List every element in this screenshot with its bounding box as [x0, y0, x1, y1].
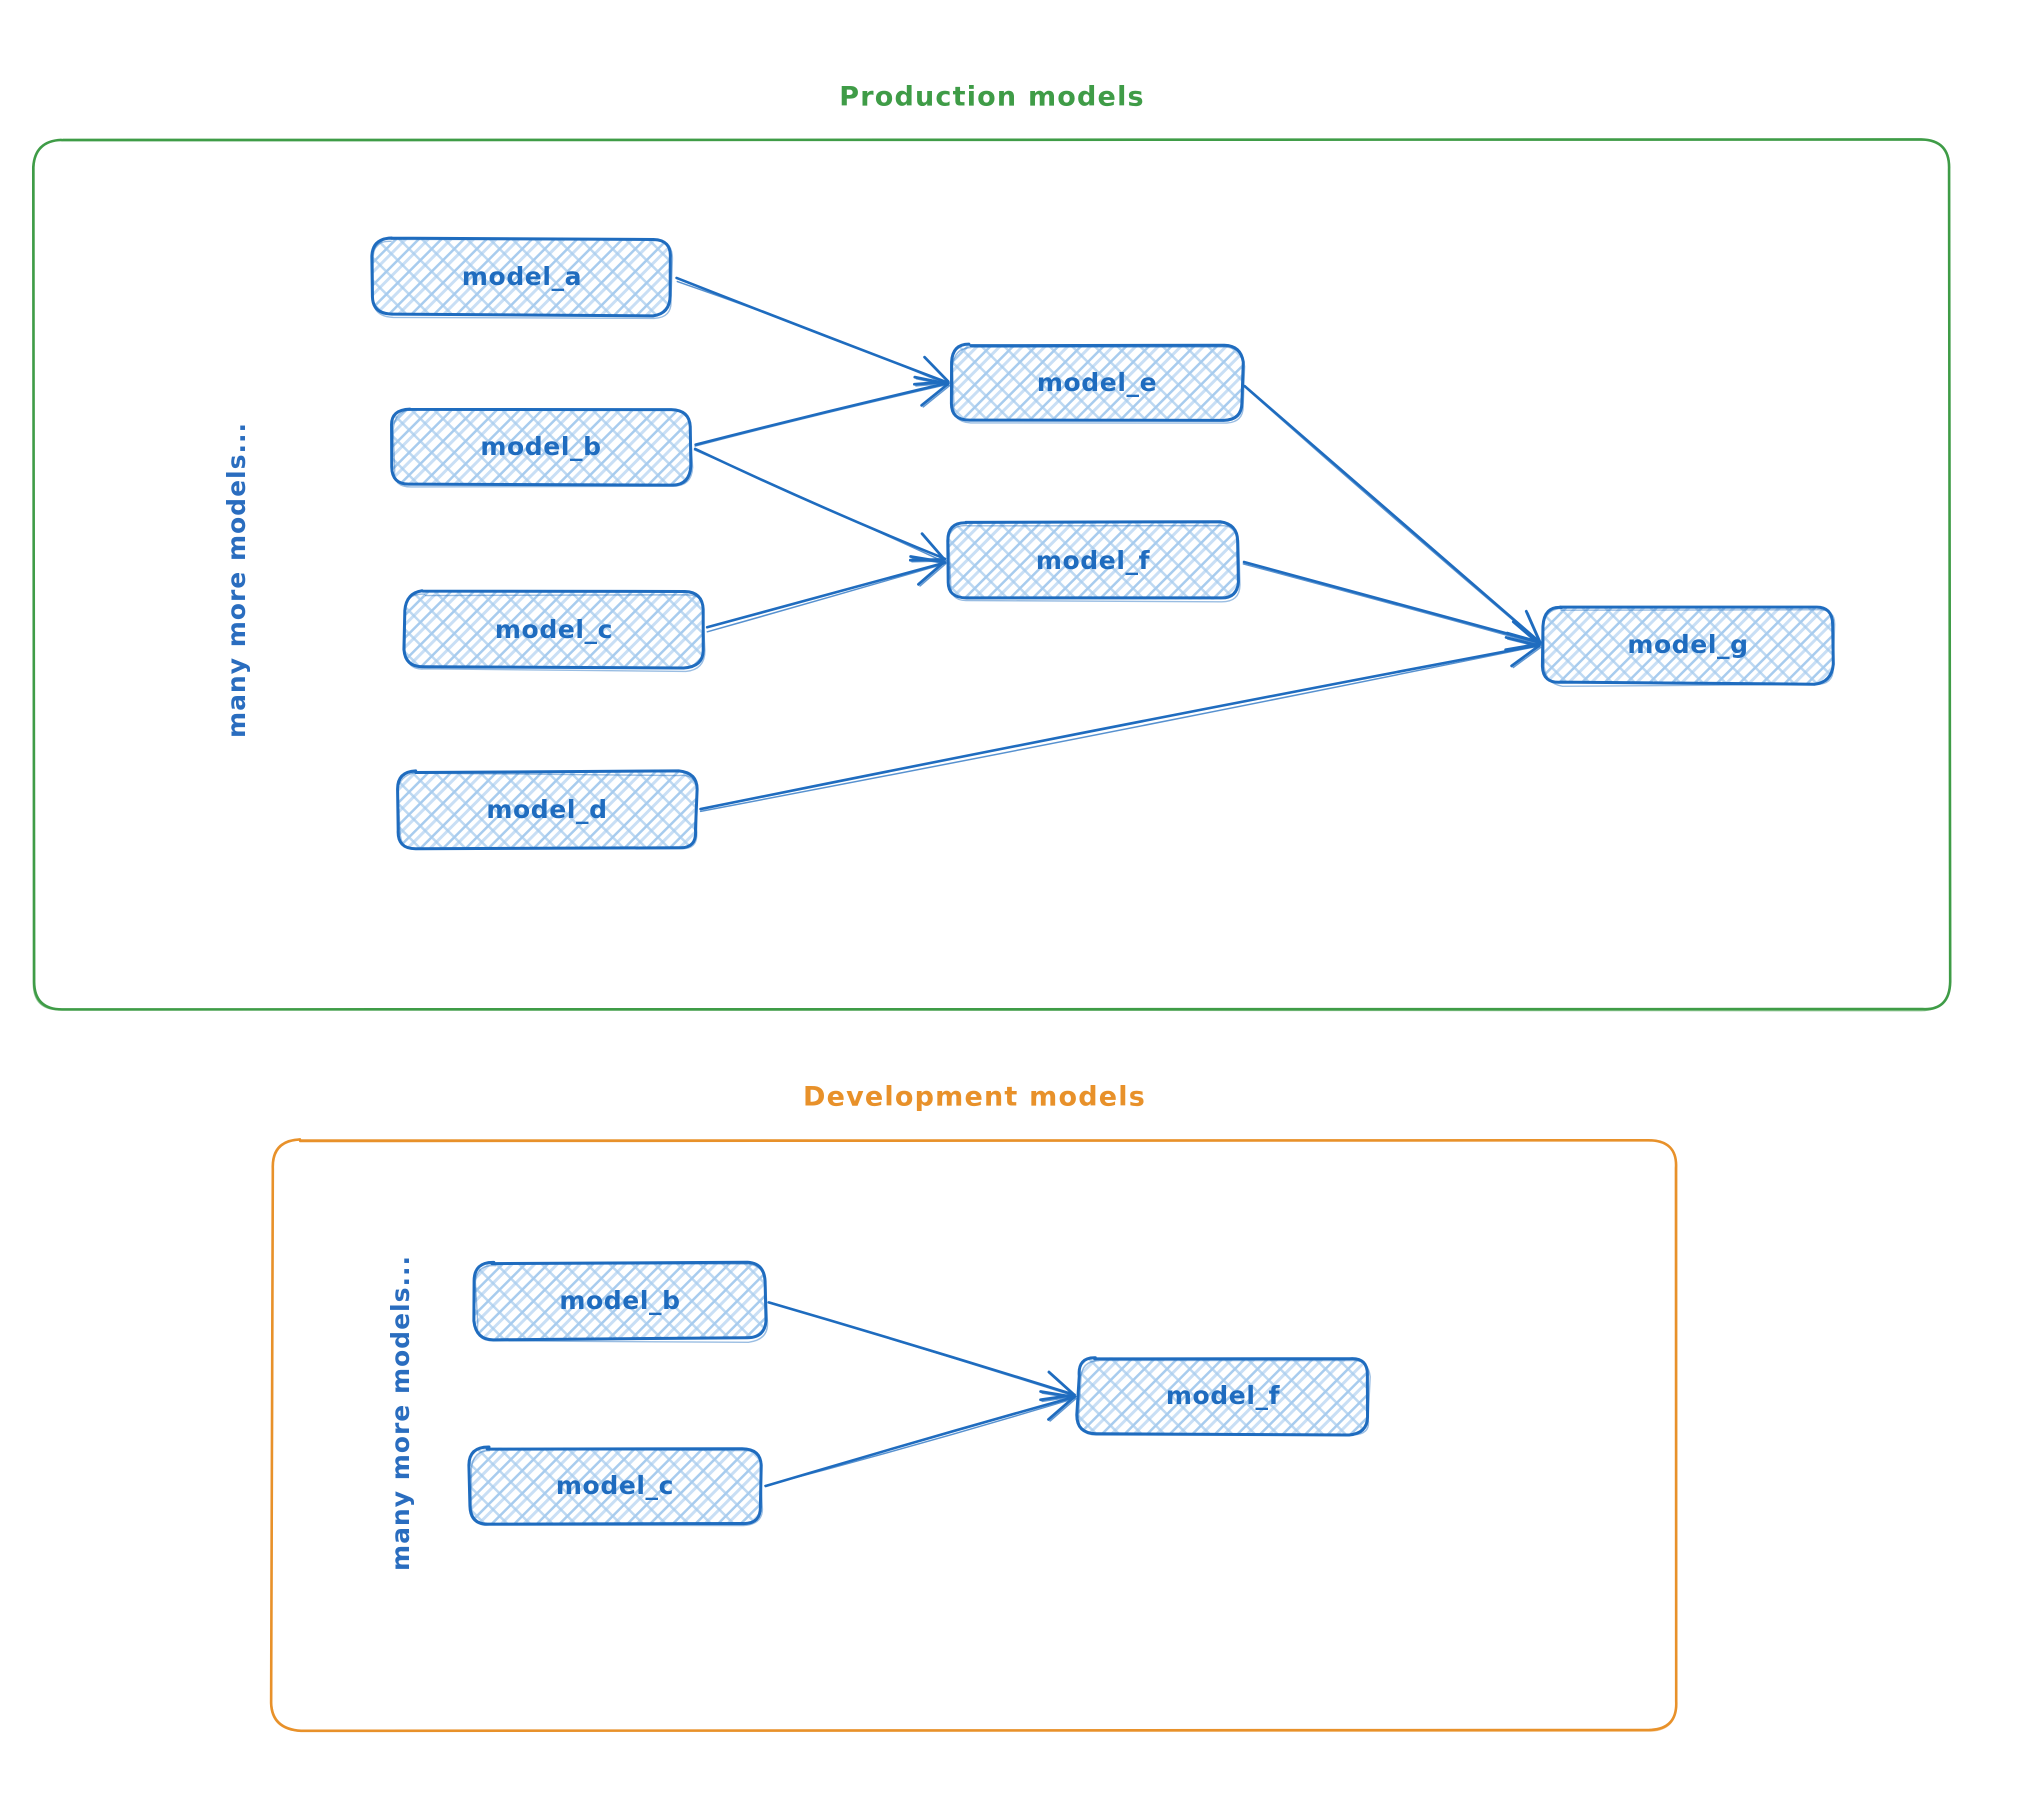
- group-title-development: Development models: [803, 1082, 1146, 1113]
- edge-p_model_a-to-p_model_e: [675, 276, 951, 387]
- node-border: [1540, 605, 1835, 686]
- node-fill-cross: [948, 522, 1239, 600]
- edge-line: [764, 1395, 1077, 1488]
- group-container-development: [269, 1138, 1678, 1733]
- node-border-shadow: [470, 1448, 764, 1527]
- node-border-shadow: [372, 238, 674, 320]
- side-note-production: many more models...: [222, 422, 251, 738]
- node-border: [370, 236, 672, 318]
- edge-line: [699, 643, 1540, 811]
- node-label: model_b: [559, 1286, 680, 1315]
- edge-arrowhead: [1504, 636, 1541, 668]
- edge-p_model_f-to-p_model_g: [1242, 560, 1542, 653]
- edge-p_model_d-to-p_model_g: [699, 636, 1542, 813]
- edge-arrowhead: [1506, 638, 1542, 669]
- edge-line-echo: [770, 1301, 1075, 1397]
- edge-arrowhead: [915, 378, 951, 408]
- edge-line-echo: [1246, 388, 1540, 643]
- edge-line-echo: [694, 383, 949, 447]
- node-label: model_c: [556, 1471, 674, 1500]
- node-border: [472, 1260, 768, 1342]
- node-border: [1075, 1356, 1370, 1437]
- edge-line: [693, 447, 947, 561]
- node-label: model_f: [1166, 1381, 1281, 1410]
- edge-d_model_b-to-d_model_f: [767, 1301, 1077, 1403]
- node-fill-cross: [391, 408, 691, 486]
- node-border-shadow: [474, 1263, 769, 1343]
- node-fill-cross: [404, 591, 704, 668]
- edge-line-echo: [699, 645, 1540, 813]
- node-label: model_f: [1036, 546, 1151, 575]
- edge-line-echo: [764, 1397, 1075, 1487]
- node-model-d[interactable]: model_d: [396, 769, 699, 851]
- node-model-f[interactable]: model_f: [946, 520, 1241, 603]
- node-model-b[interactable]: model_b: [472, 1260, 769, 1343]
- group-title-production: Production models: [839, 82, 1145, 113]
- node-border: [402, 589, 705, 670]
- node-model-a[interactable]: model_a: [370, 236, 674, 320]
- node-label: model_c: [495, 615, 613, 644]
- edge-line-echo: [693, 449, 944, 562]
- node-border: [396, 769, 699, 851]
- edge-arrowhead: [1041, 1392, 1077, 1422]
- node-border-shadow: [1543, 607, 1836, 687]
- node-fill-cross: [1542, 606, 1834, 684]
- node-border-shadow: [404, 593, 706, 673]
- edge-line: [694, 381, 949, 446]
- edge-line: [1242, 560, 1542, 644]
- node-border-shadow: [397, 771, 698, 850]
- node-fill-cross: [1077, 1357, 1369, 1435]
- edge-line: [1243, 384, 1540, 643]
- edge-arrowhead: [1039, 1390, 1076, 1421]
- edge-p_model_c-to-p_model_f: [705, 555, 947, 633]
- node-label: model_b: [480, 432, 601, 461]
- node-border-shadow: [951, 346, 1246, 424]
- edge-p_model_b-to-p_model_f: [693, 447, 947, 563]
- node-fill-cross: [397, 771, 697, 848]
- node-fill-cross: [372, 238, 672, 315]
- node-border: [949, 342, 1245, 422]
- node-model-g[interactable]: model_g: [1540, 605, 1836, 687]
- node-border-shadow: [948, 524, 1241, 603]
- node-fill-cross: [469, 1448, 761, 1525]
- edge-arrowhead: [915, 358, 951, 387]
- edge-arrowhead: [911, 557, 947, 587]
- node-label: model_g: [1627, 630, 1748, 659]
- node-label: model_a: [462, 262, 582, 291]
- node-border-shadow: [1077, 1359, 1371, 1436]
- node-border: [946, 520, 1240, 600]
- node-label: model_e: [1037, 368, 1157, 397]
- edge-p_model_b-to-p_model_e: [694, 375, 951, 447]
- edge-d_model_c-to-d_model_f: [764, 1390, 1077, 1488]
- edge-arrowhead: [911, 534, 947, 563]
- node-label: model_d: [486, 795, 607, 824]
- node-border-shadow: [392, 409, 694, 488]
- node-border: [390, 407, 693, 487]
- edge-p_model_e-to-p_model_g: [1243, 384, 1543, 645]
- node-model-c[interactable]: model_c: [402, 589, 706, 673]
- node-model-b[interactable]: model_b: [390, 407, 694, 488]
- node-border: [467, 1445, 763, 1526]
- node-fill-cross: [474, 1262, 766, 1340]
- edge-line-echo: [1242, 563, 1542, 646]
- node-fill-cross: [951, 344, 1242, 422]
- edge-arrowhead: [913, 375, 950, 407]
- node-model-f[interactable]: model_f: [1075, 1356, 1371, 1437]
- edge-line-echo: [706, 563, 945, 633]
- side-note-development: many more models...: [386, 1255, 415, 1571]
- group-container-production: [31, 138, 1952, 1012]
- edge-arrowhead: [909, 555, 946, 586]
- edge-line-echo: [676, 280, 948, 385]
- node-model-e[interactable]: model_e: [949, 342, 1246, 424]
- node-model-c[interactable]: model_c: [467, 1445, 764, 1527]
- edge-line: [705, 561, 947, 629]
